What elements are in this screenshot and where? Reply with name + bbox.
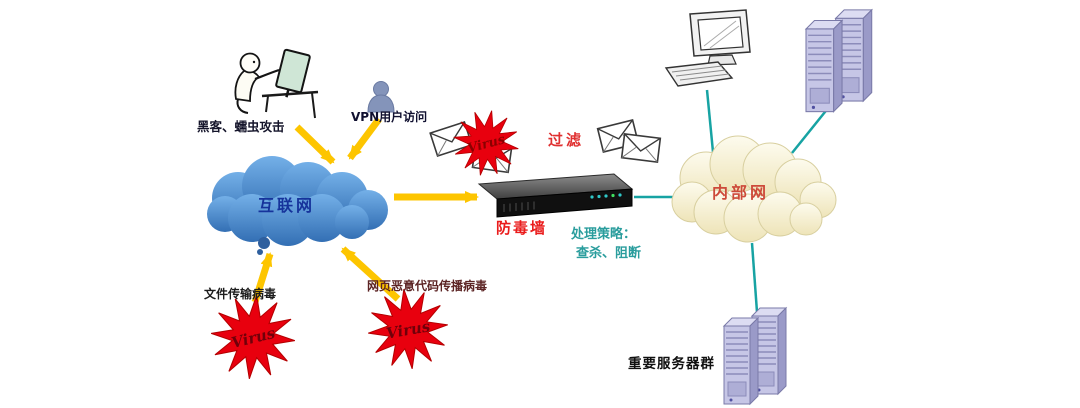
strategy-actions-label: 查杀、阻断: [576, 246, 642, 261]
antivirus-wall-label: 防毒墙: [496, 219, 548, 237]
link-intranet-to-desktop: [705, 89, 715, 153]
file-virus-label: 文件传输病毒: [204, 287, 277, 301]
web-virus-burst: Virus: [363, 284, 453, 374]
envelope-icon: [620, 133, 662, 163]
file-virus-burst: Virus: [206, 290, 300, 384]
intranet-cloud-label: 内部网: [712, 183, 770, 202]
hacker-attack-label: 黑客、蠕虫攻击: [197, 119, 285, 134]
arrow-vpn-to-internet: [347, 116, 382, 161]
web-virus-label: 网页恶意代码传播病毒: [367, 279, 488, 293]
attack-arrows: [251, 116, 479, 304]
filter-label: 过滤: [548, 131, 585, 149]
virus-burst-mail: Virus: [447, 104, 525, 182]
server-group-label: 重要服务器群: [628, 356, 715, 372]
arrow-hacker-to-internet: [294, 124, 336, 165]
firewall-appliance-icon: [477, 173, 634, 218]
vpn-access-label: VPN用户访问: [351, 110, 428, 124]
top-server-towers-icon: [806, 10, 872, 112]
filtered-mail-icons: [596, 119, 662, 163]
server-group-icon: [724, 308, 786, 404]
internet-cloud-label: 互联网: [258, 196, 316, 215]
arrow-webvirus-to-internet: [340, 246, 401, 302]
link-intranet-to-server-group: [750, 242, 759, 313]
desktop-computer-icon: [664, 9, 751, 87]
vpn-user-icon: [367, 81, 395, 113]
intranet-cloud: [671, 135, 837, 243]
internet-cloud: [207, 156, 388, 255]
hacker-workstation-icon: [234, 48, 319, 119]
arrow-filevirus-to-internet: [251, 252, 274, 304]
strategy-title-label: 处理策略：: [571, 227, 637, 242]
